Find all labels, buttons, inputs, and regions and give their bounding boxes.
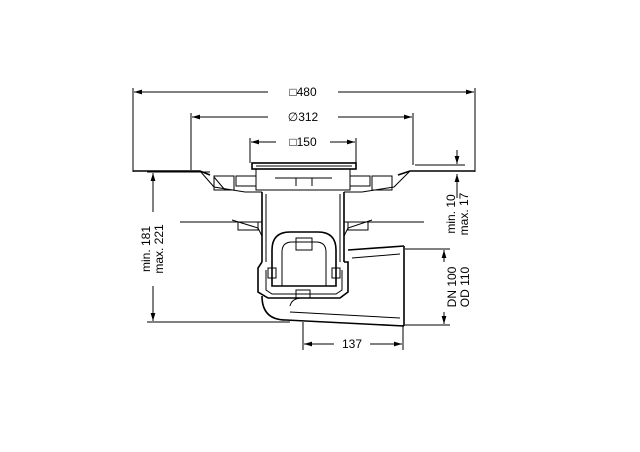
label-outlet-offset: 137 [342, 337, 362, 351]
label-outlet-dn: DN 100 [445, 266, 459, 307]
label-overall-width: □480 [289, 85, 317, 99]
label-height-min: min. 181 [139, 226, 153, 272]
dimension-outlet-offset: 137 [302, 322, 404, 351]
label-gap-min: min. 10 [444, 194, 458, 234]
label-height-max: max. 221 [152, 224, 166, 274]
label-flange-diameter: ∅312 [288, 110, 319, 124]
drain-body [133, 162, 475, 327]
label-outlet-od: OD 110 [458, 266, 472, 307]
dimension-flange-diameter: ∅312 [190, 110, 414, 170]
label-gap-max: max. 17 [457, 192, 471, 235]
dimension-gap: min. 10 max. 17 [415, 150, 471, 235]
label-grate-size: □150 [289, 135, 317, 149]
dimension-outlet-diameter: DN 100 OD 110 [405, 248, 472, 326]
dimension-overall-width: □480 [132, 85, 476, 172]
dimension-installation-height: min. 181 max. 221 [139, 171, 290, 323]
dimension-grate-size: □150 [249, 135, 357, 163]
